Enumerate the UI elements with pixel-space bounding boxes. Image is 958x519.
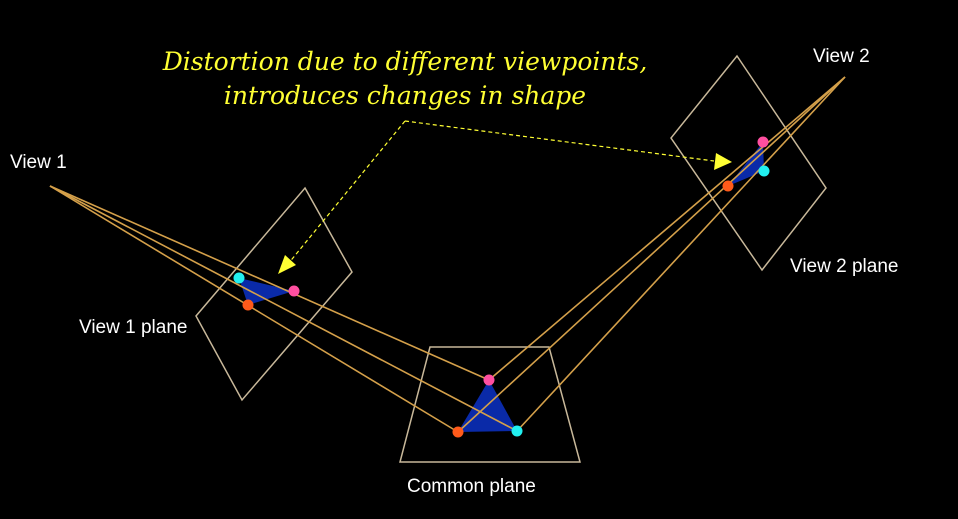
view1-cyan-vertex bbox=[233, 272, 245, 284]
pointer-arrowhead-view1 bbox=[278, 255, 296, 274]
view1-orange-vertex bbox=[242, 299, 254, 311]
view1-label: View 1 bbox=[10, 152, 67, 173]
common-orange-vertex bbox=[452, 426, 464, 438]
common-cyan-vertex bbox=[511, 425, 523, 437]
view2-plane-outline bbox=[670, 54, 827, 272]
common-pink-vertex bbox=[483, 374, 495, 386]
view2-orange-vertex bbox=[722, 180, 734, 192]
distortion-pointer bbox=[287, 120, 715, 265]
distortion-caption: Distortion due to different viewpoints, … bbox=[160, 45, 650, 113]
view2-label: View 2 bbox=[813, 46, 870, 67]
pointer-arrowhead-view2 bbox=[714, 153, 732, 170]
view2-projection-rays bbox=[457, 76, 846, 433]
view1-projection-rays bbox=[49, 185, 518, 433]
view1-plane-outline bbox=[195, 186, 353, 402]
view2-plane-label: View 2 plane bbox=[790, 256, 899, 277]
caption-line-1: Distortion due to different viewpoints, bbox=[162, 47, 648, 76]
common-plane-outline bbox=[399, 346, 581, 463]
view2-pink-vertex bbox=[757, 136, 769, 148]
view1-plane-label: View 1 plane bbox=[79, 317, 188, 338]
view1-plane-triangle bbox=[239, 278, 294, 305]
caption-line-2: introduces changes in shape bbox=[223, 81, 587, 110]
common-plane-label: Common plane bbox=[407, 476, 536, 497]
view1-pink-vertex bbox=[288, 285, 300, 297]
view2-cyan-vertex bbox=[758, 165, 770, 177]
